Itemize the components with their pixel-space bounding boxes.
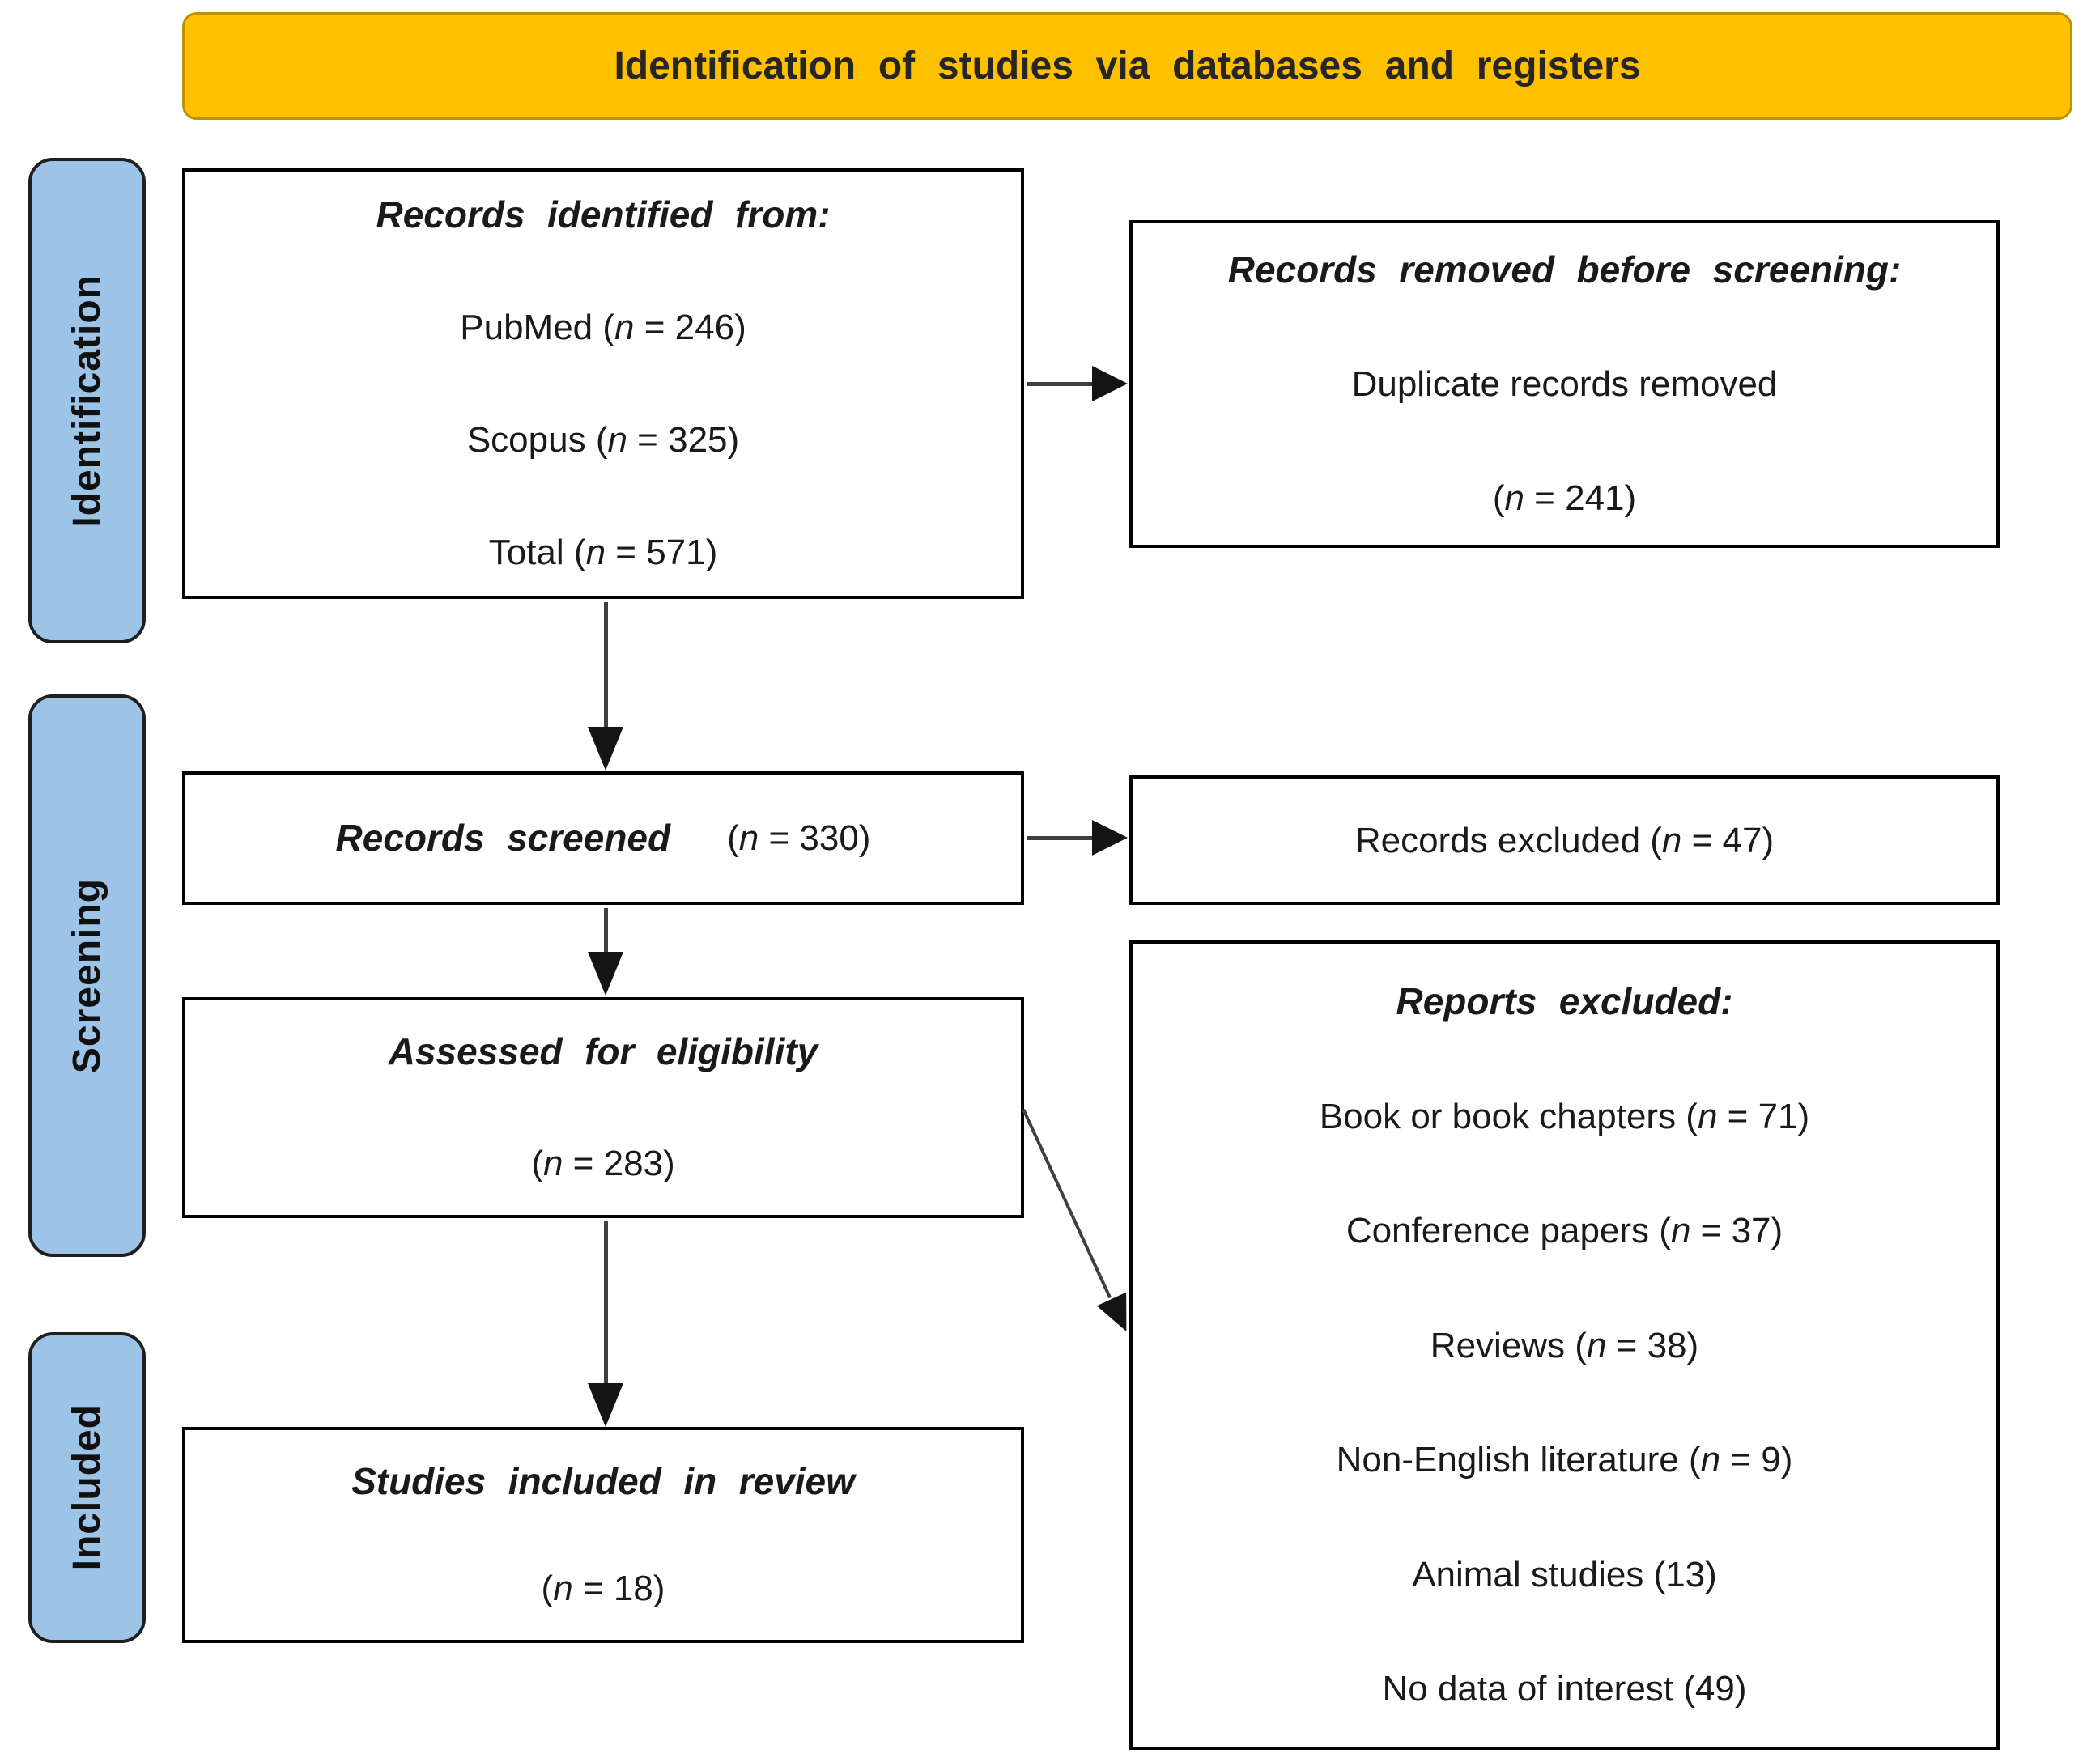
arrow-identified-to-screened-shaft xyxy=(604,602,608,730)
excluded-reason-reviews-pre: Reviews ( xyxy=(1430,1325,1587,1365)
excluded-reason-conference: Conference papers (n = 37) xyxy=(1346,1208,1783,1253)
duplicate-records-line: Duplicate records removed xyxy=(1352,362,1778,406)
excluded-reason-conference-pre: Conference papers ( xyxy=(1345,1211,1671,1251)
stage-label-screening: Screening xyxy=(28,694,146,1257)
box-reports-excluded: Reports excluded: Book or book chapters … xyxy=(1129,940,2000,1750)
box-records-removed: Records removed before screening: Duplic… xyxy=(1129,220,2000,548)
arrow-assessed-to-included-shaft xyxy=(604,1221,608,1385)
records-screened-count-pre: ( xyxy=(727,818,739,858)
records-excluded-n: n xyxy=(1661,820,1682,860)
assessed-count-post: = 283) xyxy=(563,1144,675,1183)
records-excluded-pre: Records excluded ( xyxy=(1354,820,1662,860)
studies-included-count: (n = 18) xyxy=(542,1566,665,1611)
stage-label-included: Included xyxy=(28,1332,146,1643)
duplicate-records-pre: Duplicate records removed xyxy=(1351,364,1778,405)
removed-count-n: n xyxy=(1504,478,1524,518)
excluded-reason-non-english: Non-English literature (n = 9) xyxy=(1337,1437,1793,1482)
excluded-reason-books-post: = 71) xyxy=(1717,1096,1810,1136)
excluded-reason-no-data: No data of interest (49) xyxy=(1382,1666,1746,1711)
arrow-screened-to-excluded-shaft xyxy=(1027,836,1094,840)
excluded-reason-conference-n: n xyxy=(1670,1211,1691,1251)
record-source-pubmed: PubMed (n = 246) xyxy=(460,305,746,350)
removed-count-pre: ( xyxy=(1492,478,1505,518)
records-identified-title: Records identified from: xyxy=(376,193,831,236)
records-screened-count: (n = 330) xyxy=(727,816,870,860)
arrow-identified-to-removed-shaft xyxy=(1027,382,1094,386)
box-studies-included: Studies included in review (n = 18) xyxy=(182,1427,1024,1643)
excluded-reason-reviews-n: n xyxy=(1586,1325,1607,1365)
arrow-screened-to-assessed-shaft xyxy=(604,908,608,955)
box-records-screened: Records screened (n = 330) xyxy=(182,771,1024,905)
assessed-count: (n = 283) xyxy=(531,1141,674,1186)
removed-count-post: = 241) xyxy=(1524,478,1637,518)
record-source-scopus-pre: Scopus ( xyxy=(466,420,608,461)
excluded-reason-books-pre: Book or book chapters ( xyxy=(1319,1096,1698,1136)
stage-label-screening-text: Screening xyxy=(66,877,108,1074)
record-source-scopus-n: n xyxy=(607,420,627,461)
records-screened-count-n: n xyxy=(738,818,759,858)
excluded-reason-reviews-post: = 38) xyxy=(1606,1325,1699,1365)
reports-excluded-title: Reports excluded: xyxy=(1396,980,1733,1022)
studies-included-count-n: n xyxy=(553,1569,573,1608)
studies-included-count-pre: ( xyxy=(541,1569,554,1608)
excluded-reason-animal-pre: Animal studies (13) xyxy=(1412,1554,1717,1594)
arrow-right-icon xyxy=(1092,820,1128,856)
excluded-reason-conference-post: = 37) xyxy=(1690,1211,1783,1251)
removed-count-line: (n = 241) xyxy=(1493,476,1636,520)
excluded-reason-non-english-pre: Non-English literature ( xyxy=(1336,1440,1701,1480)
records-excluded-post: = 47) xyxy=(1681,820,1775,860)
record-source-total-pre: Total ( xyxy=(488,533,586,572)
arrow-down-icon xyxy=(588,952,623,996)
excluded-reason-no-data-pre: No data of interest (49) xyxy=(1382,1669,1747,1709)
box-assessed-eligibility: Assessed for eligibility (n = 283) xyxy=(182,997,1024,1218)
assessed-title: Assessed for eligibility xyxy=(388,1030,818,1072)
record-source-total-n: n xyxy=(585,533,606,572)
studies-included-count-post: = 18) xyxy=(572,1569,665,1608)
records-excluded-line: Records excluded (n = 47) xyxy=(1355,818,1774,863)
records-removed-title: Records removed before screening: xyxy=(1227,248,1902,291)
excluded-reason-books-n: n xyxy=(1697,1096,1718,1136)
arrow-assessed-to-reports-shaft xyxy=(1022,1109,1112,1299)
excluded-reason-non-english-post: = 9) xyxy=(1720,1440,1793,1480)
excluded-reason-animal: Animal studies (13) xyxy=(1412,1552,1717,1597)
banner: Identification of studies via databases … xyxy=(182,12,2072,120)
record-source-scopus-post: = 325) xyxy=(627,420,740,461)
stage-label-identification-text: Identification xyxy=(66,274,108,528)
box-records-excluded: Records excluded (n = 47) xyxy=(1129,775,2000,905)
assessed-count-n: n xyxy=(542,1144,563,1183)
excluded-reason-reviews: Reviews (n = 38) xyxy=(1430,1323,1698,1368)
arrow-right-icon xyxy=(1092,366,1128,401)
box-records-identified: Records identified from: PubMed (n = 246… xyxy=(182,168,1024,599)
arrow-down-icon xyxy=(588,1383,623,1427)
banner-title: Identification of studies via databases … xyxy=(614,45,1641,87)
record-source-total-post: = 571) xyxy=(606,533,718,572)
record-source-pubmed-post: = 246) xyxy=(634,308,746,348)
excluded-reason-non-english-n: n xyxy=(1700,1440,1721,1480)
studies-included-title: Studies included in review xyxy=(351,1460,855,1502)
assessed-count-pre: ( xyxy=(531,1144,543,1183)
excluded-reason-books: Book or book chapters (n = 71) xyxy=(1320,1094,1809,1139)
stage-label-identification: Identification xyxy=(28,158,146,643)
record-source-scopus: Scopus (n = 325) xyxy=(467,418,739,462)
arrow-down-icon xyxy=(588,727,623,771)
record-source-pubmed-n: n xyxy=(614,308,635,348)
stage-label-included-text: Included xyxy=(66,1404,108,1571)
record-source-pubmed-pre: PubMed ( xyxy=(460,308,615,348)
records-screened-count-post: = 330) xyxy=(759,818,871,858)
records-screened-title: Records screened xyxy=(335,816,671,859)
record-source-total: Total (n = 571) xyxy=(489,530,718,575)
